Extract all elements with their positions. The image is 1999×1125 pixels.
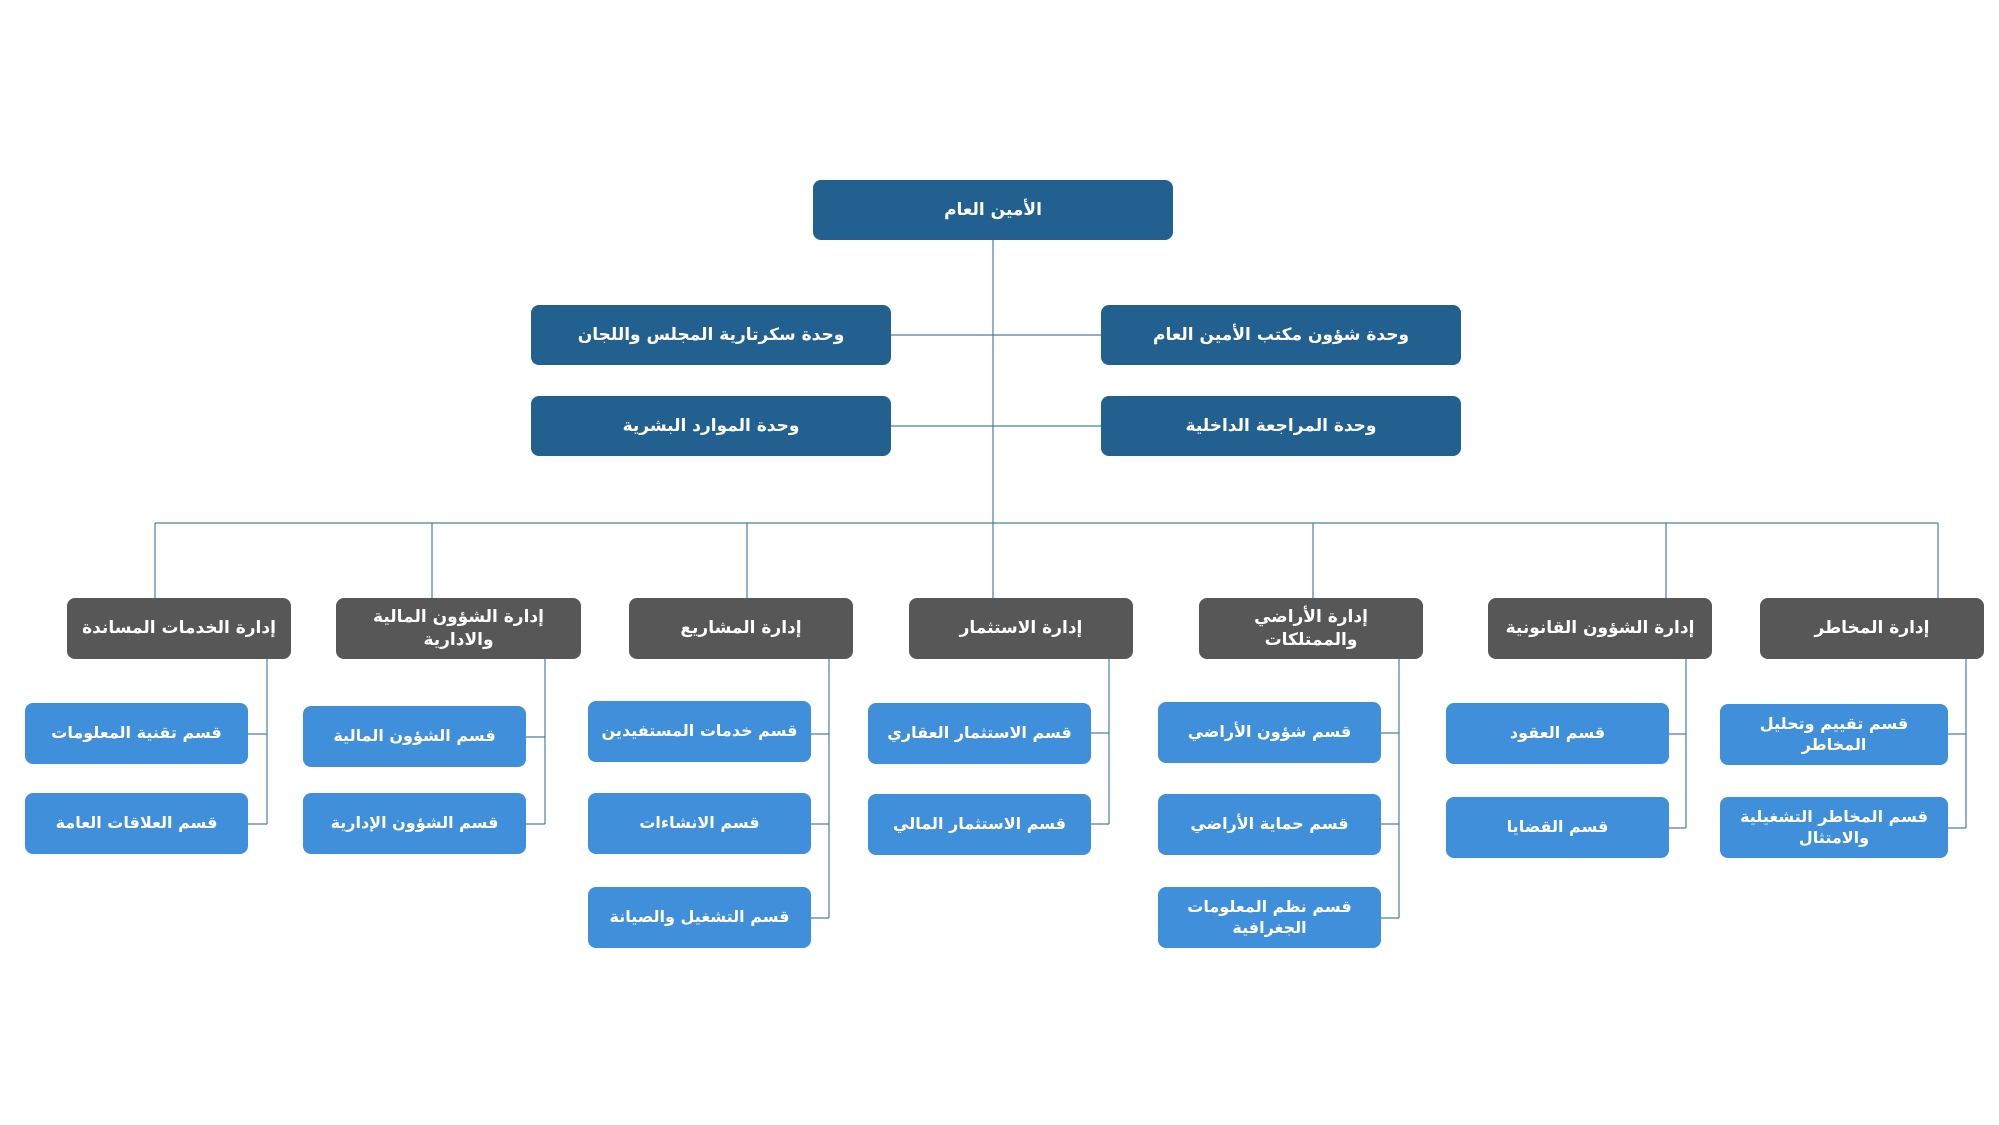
- unit-label: وحدة المراجعة الداخلية: [1185, 415, 1377, 436]
- section-label: قسم الشؤون المالية: [333, 726, 496, 746]
- section-box: قسم حماية الأراضي: [1158, 794, 1381, 855]
- department-box-lands: إدارة الأراضي والممتلكات: [1199, 598, 1423, 659]
- department-label: إدارة المخاطر: [1814, 618, 1930, 639]
- section-box: قسم العقود: [1446, 703, 1669, 764]
- section-label: قسم تقييم وتحليل المخاطر: [1759, 713, 1909, 754]
- department-box-risk: إدارة المخاطر: [1760, 598, 1984, 659]
- section-box: قسم المخاطر التشغيلية والامتثال: [1720, 797, 1948, 858]
- unit-box-internal-audit: وحدة المراجعة الداخلية: [1101, 396, 1461, 456]
- section-box: قسم العلاقات العامة: [25, 793, 248, 854]
- secretary-general-label: الأمين العام: [944, 199, 1042, 220]
- section-box: قسم الاستثمار العقاري: [868, 703, 1091, 764]
- section-box: قسم خدمات المستفيدين: [588, 701, 811, 762]
- section-box: قسم تقييم وتحليل المخاطر: [1720, 704, 1948, 765]
- section-label: قسم الاستثمار العقاري: [887, 723, 1072, 743]
- department-label: إدارة الشؤون المالية والادارية: [373, 607, 544, 650]
- unit-label: وحدة سكرتارية المجلس واللجان: [577, 324, 845, 345]
- section-label: قسم الاستثمار المالي: [893, 814, 1067, 834]
- section-box: قسم الاستثمار المالي: [868, 794, 1091, 855]
- section-label: قسم الانشاءات: [639, 813, 760, 833]
- section-box: قسم التشغيل والصيانة: [588, 887, 811, 948]
- section-label: قسم شؤون الأراضي: [1187, 722, 1352, 742]
- section-box: قسم القضايا: [1446, 797, 1669, 858]
- department-box-legal: إدارة الشؤون القانونية: [1488, 598, 1712, 659]
- department-label: إدارة المشاريع: [680, 618, 802, 639]
- section-box: قسم تقنية المعلومات: [25, 703, 248, 764]
- section-label: قسم العقود: [1509, 723, 1606, 743]
- section-label: قسم خدمات المستفيدين: [601, 721, 798, 741]
- section-label: قسم القضايا: [1506, 817, 1609, 837]
- unit-label: وحدة الموارد البشرية: [622, 415, 800, 436]
- unit-box-human-resources: وحدة الموارد البشرية: [531, 396, 891, 456]
- section-label: قسم العلاقات العامة: [55, 813, 218, 833]
- department-label: إدارة الاستثمار: [959, 618, 1083, 639]
- section-box: قسم الشؤون الإدارية: [303, 793, 526, 854]
- department-label: إدارة الأراضي والممتلكات: [1254, 607, 1368, 650]
- section-box: قسم شؤون الأراضي: [1158, 702, 1381, 763]
- section-label: قسم نظم المعلومات الجغرافية: [1187, 896, 1352, 937]
- section-label: قسم تقنية المعلومات: [51, 723, 222, 743]
- section-label: قسم التشغيل والصيانة: [609, 907, 790, 927]
- section-label: قسم حماية الأراضي: [1190, 814, 1349, 834]
- section-label: قسم المخاطر التشغيلية والامتثال: [1740, 806, 1928, 847]
- section-label: قسم الشؤون الإدارية: [330, 813, 499, 833]
- department-box-investment: إدارة الاستثمار: [909, 598, 1133, 659]
- department-box-projects: إدارة المشاريع: [629, 598, 853, 659]
- secretary-general-box: الأمين العام: [813, 180, 1173, 240]
- unit-label: وحدة شؤون مكتب الأمين العام: [1152, 324, 1410, 345]
- section-box: قسم نظم المعلومات الجغرافية: [1158, 887, 1381, 948]
- department-label: إدارة الخدمات المساندة: [82, 618, 276, 639]
- unit-box-board-secretariat: وحدة سكرتارية المجلس واللجان: [531, 305, 891, 365]
- section-box: قسم الشؤون المالية: [303, 706, 526, 767]
- section-box: قسم الانشاءات: [588, 793, 811, 854]
- department-box-support-services: إدارة الخدمات المساندة: [67, 598, 291, 659]
- department-box-finance-admin: إدارة الشؤون المالية والادارية: [336, 598, 581, 659]
- unit-box-office-affairs: وحدة شؤون مكتب الأمين العام: [1101, 305, 1461, 365]
- department-label: إدارة الشؤون القانونية: [1505, 618, 1695, 639]
